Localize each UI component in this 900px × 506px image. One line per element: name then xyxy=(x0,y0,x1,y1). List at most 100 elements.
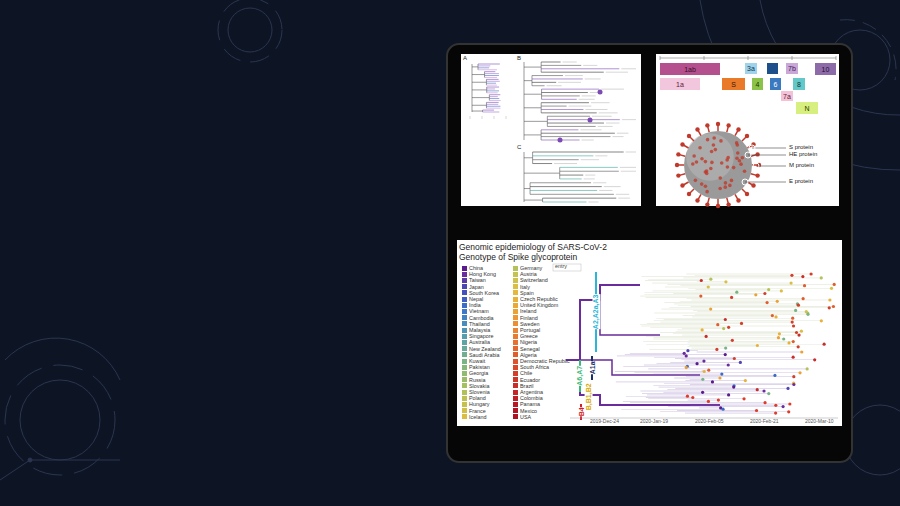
legend-swatch xyxy=(462,371,467,376)
panel-title: Genomic epidemiology of SARS-CoV-2 xyxy=(459,243,607,252)
legend-swatch xyxy=(513,377,518,382)
legend-row: France xyxy=(462,408,486,414)
legend-swatch xyxy=(513,383,518,388)
legend-row: Ecuador xyxy=(513,377,540,383)
legend-swatch xyxy=(462,272,467,277)
legend-row: Panama xyxy=(513,401,540,407)
orf-label: S xyxy=(731,81,736,88)
legend-row: Hungary xyxy=(462,401,489,407)
legend-text: Saudi Arabia xyxy=(469,352,500,358)
legend-row: Nigeria xyxy=(513,339,537,345)
legend-row: Iceland xyxy=(462,414,486,420)
legend-text: China xyxy=(469,265,483,271)
legend-swatch xyxy=(513,309,518,314)
orf-label: 7b xyxy=(788,65,796,72)
legend-text: Nigeria xyxy=(520,339,537,345)
legend-text: Vietnam xyxy=(469,308,489,314)
legend-row: New Zealand xyxy=(462,346,501,352)
dropdown-label: entry xyxy=(555,264,567,270)
legend-row: Spain xyxy=(513,290,534,296)
legend-row: Kuwait xyxy=(462,358,485,364)
legend-swatch xyxy=(513,390,518,395)
legend-swatch xyxy=(462,383,467,388)
legend-swatch xyxy=(513,315,518,320)
legend-row: Malaysia xyxy=(462,327,490,333)
panel-letter: C xyxy=(517,144,521,151)
genome-scale xyxy=(660,56,836,60)
legend-row: Thailand xyxy=(462,321,490,327)
legend-swatch xyxy=(462,352,467,357)
legend-swatch xyxy=(462,297,467,302)
orf-label: 4 xyxy=(756,81,760,88)
legend-text: Finland xyxy=(520,315,538,321)
legend-text: Switzerland xyxy=(520,277,548,283)
legend-swatch xyxy=(462,396,467,401)
orf-box: N xyxy=(796,102,818,114)
legend-text: Australia xyxy=(469,339,490,345)
legend-row: Japan xyxy=(462,284,484,290)
orf-label: 6 xyxy=(774,81,778,88)
clade-label: A2,A2a,A3 xyxy=(592,295,600,330)
orf-box: 1a xyxy=(660,78,700,90)
spike-phylogeny xyxy=(566,272,836,414)
legend-row: China xyxy=(462,265,483,271)
legend-row: Italy xyxy=(513,284,530,290)
orf-label: 1a xyxy=(676,81,684,88)
legend-text: France xyxy=(469,408,486,414)
legend-swatch xyxy=(462,284,467,289)
legend-text: Senegal xyxy=(520,346,540,352)
legend-row: Nepal xyxy=(462,296,483,302)
legend-row: Democratic Republic xyxy=(513,358,570,364)
dropdown xyxy=(553,264,581,271)
legend-row: Saudi Arabia xyxy=(462,352,500,358)
legend-row: South Korea xyxy=(462,290,499,296)
legend-swatch xyxy=(462,334,467,339)
legend-text: Greece xyxy=(520,333,538,339)
orf-box: S xyxy=(722,78,745,90)
orf-box xyxy=(767,63,778,74)
legend-swatch xyxy=(513,321,518,326)
legend-swatch xyxy=(513,266,518,271)
legend-swatch xyxy=(462,359,467,364)
legend-swatch xyxy=(513,352,518,357)
legend-swatch xyxy=(462,303,467,308)
legend-swatch xyxy=(513,272,518,277)
clade-label: B4 xyxy=(577,408,585,417)
legend-row: Portugal xyxy=(513,327,540,333)
legend-row: Brazil xyxy=(513,383,533,389)
orf-label: N xyxy=(804,105,809,112)
protein-label: M protein xyxy=(789,162,814,169)
legend-text: Austria xyxy=(520,271,537,277)
legend-row: Slovenia xyxy=(462,389,490,395)
legend-text: Cambodia xyxy=(469,315,494,321)
legend-text: Japan xyxy=(469,284,484,290)
leader-lines xyxy=(742,145,786,185)
legend-swatch xyxy=(462,290,467,295)
legend-swatch xyxy=(462,309,467,314)
legend-swatch xyxy=(513,408,518,413)
orf-box: 6 xyxy=(770,78,781,90)
legend-row: Taiwan xyxy=(462,277,486,283)
legend-text: Czech Republic xyxy=(520,296,558,302)
legend-row: Ireland xyxy=(513,308,536,314)
legend-text: South Korea xyxy=(469,290,499,296)
orf-box: 7a xyxy=(781,91,793,101)
virus-illustration xyxy=(675,122,761,208)
legend-text: Spain xyxy=(520,290,534,296)
legend-text: Poland xyxy=(469,395,486,401)
legend-row: Pakistan xyxy=(462,364,490,370)
axis-date: 2019-Dec-24 xyxy=(590,419,619,425)
legend-row: Greece xyxy=(513,333,538,339)
legend-swatch xyxy=(462,315,467,320)
legend-row: Singapore xyxy=(462,333,494,339)
legend-row: Chile xyxy=(513,370,532,376)
legend-swatch xyxy=(513,284,518,289)
legend-swatch xyxy=(462,408,467,413)
orf-box: 7b xyxy=(786,63,798,74)
legend-text: Argentina xyxy=(520,389,543,395)
legend-text: Portugal xyxy=(520,327,540,333)
orf-box: 4 xyxy=(752,78,763,90)
legend-text: Russia xyxy=(469,377,485,383)
legend-swatch xyxy=(513,371,518,376)
